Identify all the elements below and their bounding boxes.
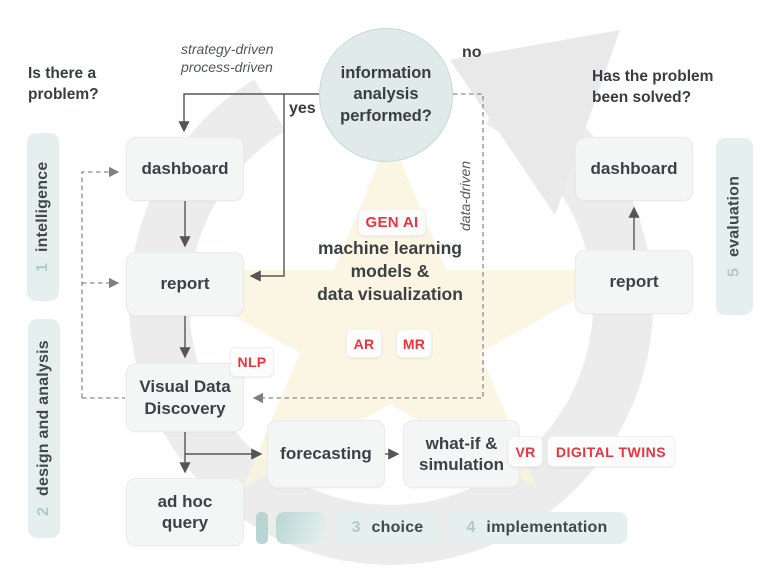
tag-mr: MR [396,329,432,358]
annotation-data-driven: data-driven [456,160,473,232]
tag-digital-twins: DIGITAL TWINS [547,436,675,467]
phase-label: choice [371,519,424,536]
tag-nlp: NLP [230,347,274,377]
node-visual-data-discovery: Visual Data Discovery [126,363,244,432]
branch-label-yes: yes [289,100,316,117]
node-dashboard-left: dashboard [126,137,244,201]
tag-vr: VR [508,436,543,467]
node-what-if-simulation: what-if & simulation [403,420,520,488]
phase-number: 1 [34,263,51,273]
phase-pill-intelligence: 1 intelligence [27,133,59,301]
phase-label: evaluation [725,175,743,258]
phase-number: 4 [466,519,476,536]
question-is-there-a-problem: Is there a problem? [28,65,99,103]
node-ad-hoc-query: ad hoc query [126,478,244,546]
question-has-problem-been-solved: Has the problem been solved? [592,68,714,106]
node-dashboard-right: dashboard [575,137,693,201]
phase-mini-bar [256,512,268,544]
phase-label: intelligence [34,161,51,253]
node-report-left: report [126,252,244,316]
node-report-right: report [575,250,693,314]
phase-number: 5 [725,268,743,278]
phase-pill-implementation: 4 implementation [447,512,627,544]
phase-mini-bar [276,512,326,544]
phase-pill-choice: 3 choice [335,512,440,544]
tag-ar: AR [346,329,382,358]
branch-label-no: no [462,44,482,61]
phase-number: 3 [351,519,361,536]
node-forecasting: forecasting [267,420,385,488]
phase-label: design and analysis [35,340,52,497]
phase-pill-evaluation: 5 evaluation [716,138,753,315]
center-label-ml-models: machine learning models & data visualiza… [317,238,463,304]
annotation-strategy-process-driven: strategy-driven process-driven [181,41,274,76]
phase-pill-design-and-analysis: 2 design and analysis [28,319,60,538]
decision-node-information-analysis: information analysis performed? [319,28,453,162]
tag-gen-ai: GEN AI [358,209,426,236]
phase-label: implementation [486,519,608,536]
phase-number: 2 [35,507,52,517]
